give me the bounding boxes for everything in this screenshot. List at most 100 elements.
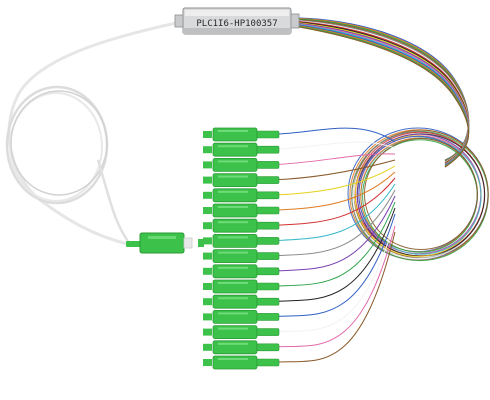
fiber-run xyxy=(277,189,396,257)
connector-boot xyxy=(256,130,280,139)
connector-highlight xyxy=(218,130,248,132)
connector-cap xyxy=(203,267,212,275)
connector-cap xyxy=(203,146,212,154)
connector-cap xyxy=(203,237,212,245)
connector-body xyxy=(212,142,258,157)
sc-apc-connector xyxy=(203,142,280,157)
connector-boot xyxy=(256,221,280,230)
connector-body xyxy=(212,355,258,370)
sc-apc-connector xyxy=(203,249,280,264)
sc-apc-connector xyxy=(203,264,280,279)
connector-boot xyxy=(256,145,280,154)
connector-highlight xyxy=(218,282,248,284)
connector-cap xyxy=(203,161,212,169)
connector-highlight xyxy=(218,206,248,208)
sc-apc-connector xyxy=(203,188,280,203)
sc-apc-connector xyxy=(203,218,280,233)
connector-highlight xyxy=(218,175,248,178)
connector-highlight xyxy=(218,342,248,345)
sc-apc-connector xyxy=(203,309,280,324)
connector-body xyxy=(212,233,258,248)
connector-body xyxy=(212,309,258,324)
connector-cap xyxy=(203,283,212,290)
connector-body xyxy=(212,294,258,309)
connector-boot xyxy=(256,343,280,352)
connector-highlight xyxy=(218,297,248,300)
connector-highlight xyxy=(218,145,248,148)
sc-apc-connector xyxy=(203,355,280,370)
fiber-run xyxy=(277,153,396,165)
sc-apc-connector xyxy=(203,279,280,294)
connector-boot xyxy=(256,206,280,215)
connector-cap xyxy=(203,176,212,184)
connector-cap xyxy=(203,191,212,199)
connector-highlight xyxy=(218,358,248,360)
input-fiber-coil xyxy=(5,18,191,246)
fiber-run xyxy=(277,195,396,272)
connector-cap xyxy=(203,328,212,336)
fiber-run xyxy=(277,177,396,226)
sc-apc-connector xyxy=(203,325,280,340)
connector-boot xyxy=(256,282,280,291)
fiber-run xyxy=(277,165,396,196)
connector-body xyxy=(212,264,258,279)
fiber-run xyxy=(277,213,396,317)
connector-body xyxy=(212,188,258,203)
connector-cap xyxy=(203,298,212,306)
input-connector xyxy=(126,232,204,254)
connector-cap xyxy=(203,252,212,260)
connector-body xyxy=(212,325,258,340)
fiber-run xyxy=(277,207,396,302)
connector-body xyxy=(212,173,258,188)
fiber-run xyxy=(277,171,396,211)
connector-boot xyxy=(256,161,280,169)
sc-apc-connector xyxy=(203,203,280,218)
connector-highlight xyxy=(218,190,248,193)
connector-cap xyxy=(203,343,212,351)
connector-highlight xyxy=(218,327,248,330)
splitter-housing: PLC1I6-HP100357 xyxy=(174,7,300,35)
connector-body xyxy=(212,203,258,218)
fiber-coil-turn xyxy=(364,138,478,250)
connector-body xyxy=(212,218,258,233)
sc-apc-connector xyxy=(203,157,280,172)
connector-boot xyxy=(256,297,280,306)
connector-body xyxy=(212,249,258,264)
connector-cap xyxy=(203,207,212,214)
output-connector-stack xyxy=(203,127,280,370)
connector-highlight xyxy=(218,266,248,269)
housing-label: PLC1I6-HP100357 xyxy=(196,19,277,29)
fiber-run xyxy=(277,183,396,241)
connector-highlight xyxy=(218,221,248,224)
output-fiber-loop xyxy=(298,17,489,262)
fiber-lead xyxy=(298,26,470,168)
connector-cap xyxy=(203,359,212,366)
connector-boot xyxy=(256,191,280,200)
fiber-run xyxy=(277,231,396,363)
connector-cap xyxy=(203,222,212,230)
connector-cap xyxy=(203,313,212,321)
sc-apc-connector xyxy=(203,233,280,248)
connector-boot xyxy=(256,358,280,367)
connector-body xyxy=(212,340,258,355)
connector-body xyxy=(212,157,258,172)
connector-cap xyxy=(203,131,212,138)
connector-boot xyxy=(256,237,280,245)
fiber-run xyxy=(277,219,396,333)
output-fiber-runs xyxy=(277,127,396,363)
fiber-run xyxy=(277,201,396,287)
fiber-run xyxy=(277,141,396,150)
connector-boot xyxy=(256,252,280,260)
sc-apc-connector xyxy=(203,294,280,309)
connector-body xyxy=(212,279,258,294)
fiber-run xyxy=(277,159,396,181)
sc-apc-connector xyxy=(203,127,280,142)
connector-boot xyxy=(256,328,280,336)
fiber-run xyxy=(277,127,396,143)
sc-apc-connector xyxy=(203,173,280,188)
connector-body xyxy=(212,127,258,142)
connector-boot xyxy=(256,176,280,184)
sc-apc-connector xyxy=(203,340,280,355)
